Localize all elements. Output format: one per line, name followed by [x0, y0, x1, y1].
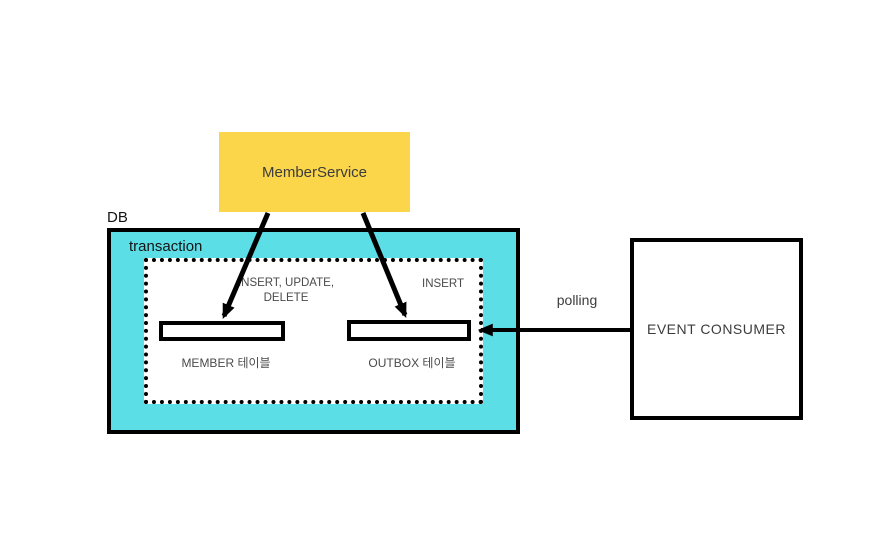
- member-service-label: MemberService: [261, 163, 368, 181]
- event-consumer-node: EVENT CONSUMER: [630, 238, 803, 420]
- member-service-node: MemberService: [219, 132, 410, 212]
- member-table-shape: [159, 321, 285, 341]
- polling-label: polling: [556, 292, 598, 308]
- transaction-label: transaction: [129, 238, 203, 255]
- db-label: DB: [107, 209, 128, 226]
- insert-update-delete-label-line1: INSERT, UPDATE,: [237, 277, 335, 289]
- member-table-label: MEMBER 테이블: [181, 356, 271, 370]
- outbox-table-shape: [347, 320, 471, 341]
- insert-label: INSERT: [422, 278, 464, 290]
- insert-update-delete-label-line2: DELETE: [263, 292, 309, 304]
- insert-update-delete-label: INSERT, UPDATE, DELETE: [228, 276, 344, 306]
- outbox-table-label: OUTBOX 테이블: [368, 356, 456, 370]
- event-consumer-label: EVENT CONSUMER: [647, 321, 786, 337]
